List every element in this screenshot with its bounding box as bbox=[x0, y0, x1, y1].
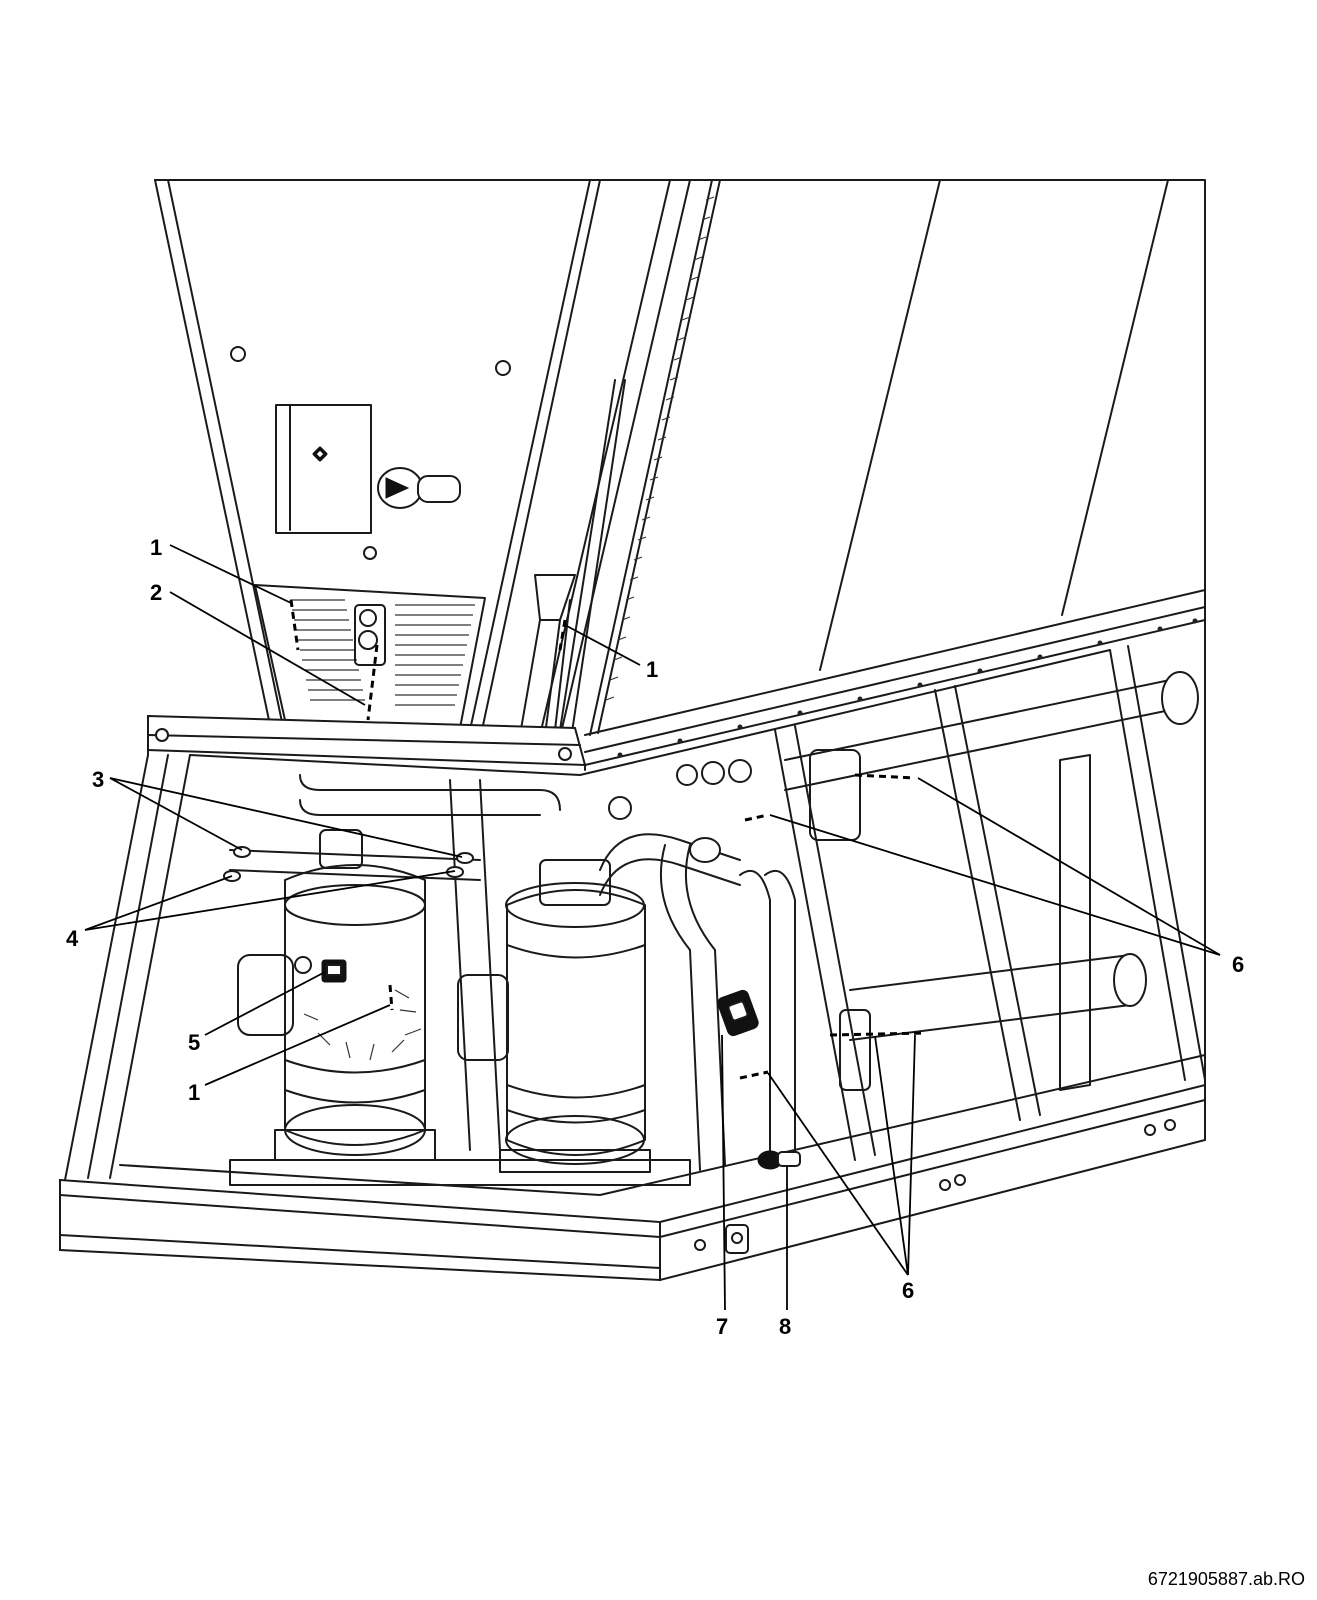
callout-label: 3 bbox=[92, 767, 104, 792]
leader-lines bbox=[84, 544, 1221, 1311]
sensor-3-right bbox=[456, 852, 474, 864]
upper-condenser-assembly bbox=[154, 179, 1206, 766]
callout-label: 8 bbox=[779, 1314, 791, 1339]
compressor-right bbox=[229, 859, 691, 1186]
sight-glass-8 bbox=[757, 1150, 801, 1170]
base-frame bbox=[59, 644, 1206, 1282]
callout-label: 7 bbox=[716, 1314, 728, 1339]
sensor-3-left bbox=[233, 846, 251, 858]
base-bolts bbox=[694, 1119, 1176, 1251]
callout-label: 1 bbox=[150, 535, 162, 560]
callout-label: 4 bbox=[66, 926, 79, 951]
callout-label: 1 bbox=[188, 1080, 200, 1105]
cable-2 bbox=[366, 644, 379, 721]
figure-reference-code: 6721905887.ab.RO bbox=[1147, 1569, 1305, 1589]
sensor-6-right bbox=[829, 1031, 926, 1037]
piping bbox=[229, 671, 1199, 1171]
component-markers bbox=[223, 599, 926, 1170]
cable-1-lower bbox=[388, 984, 394, 1011]
callout-label: 5 bbox=[188, 1030, 200, 1055]
sensor-6-lower bbox=[739, 1070, 769, 1080]
sensor-6-mid bbox=[744, 813, 769, 822]
callout-label: 1 bbox=[646, 657, 658, 682]
sensor-6-top bbox=[854, 773, 916, 780]
coil-fins bbox=[605, 196, 715, 701]
compressor-left bbox=[237, 829, 436, 1161]
cable-1-upper-right bbox=[558, 619, 567, 651]
main-switch bbox=[377, 467, 461, 509]
valve-7 bbox=[717, 989, 759, 1037]
callout-label: 6 bbox=[902, 1278, 914, 1303]
callout-label: 2 bbox=[150, 580, 162, 605]
beam-rivets bbox=[617, 618, 1198, 758]
cable-1-upper-left bbox=[289, 599, 300, 651]
callout-labels: 1 2 1 3 4 5 1 6 6 7 8 bbox=[66, 535, 1244, 1339]
callout-label: 6 bbox=[1232, 952, 1244, 977]
coil-tube-bundle bbox=[519, 379, 626, 736]
